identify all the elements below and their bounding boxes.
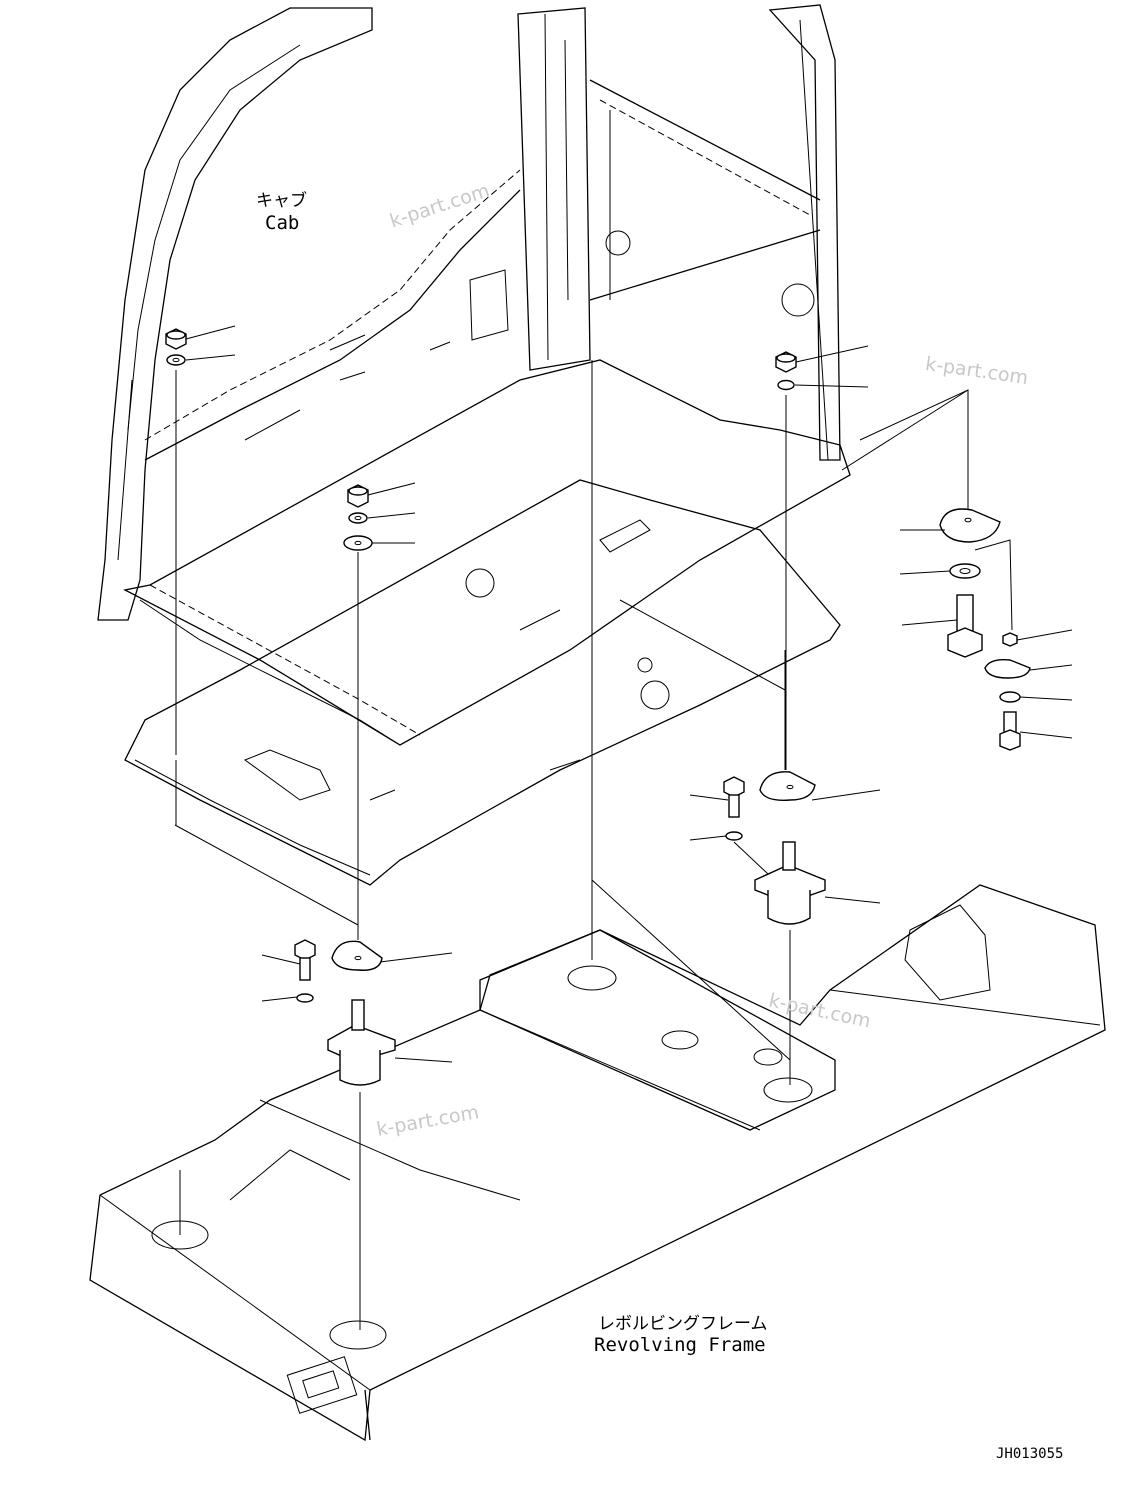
cab-label-en: Cab [265,212,300,234]
alignment-lines [179,360,791,1235]
right-parts [689,345,1073,1085]
left-parts [165,325,453,1330]
cab-label-jp: キャブ [256,191,307,211]
cab-assembly [97,4,851,746]
frame-label-jp: レボルビングフレーム [598,1314,768,1334]
floor-plate [124,479,841,886]
drawing-id: JH013055 [996,1446,1064,1462]
frame-label-en: Revolving Frame [594,1334,766,1356]
revolving-frame [89,884,1106,1442]
